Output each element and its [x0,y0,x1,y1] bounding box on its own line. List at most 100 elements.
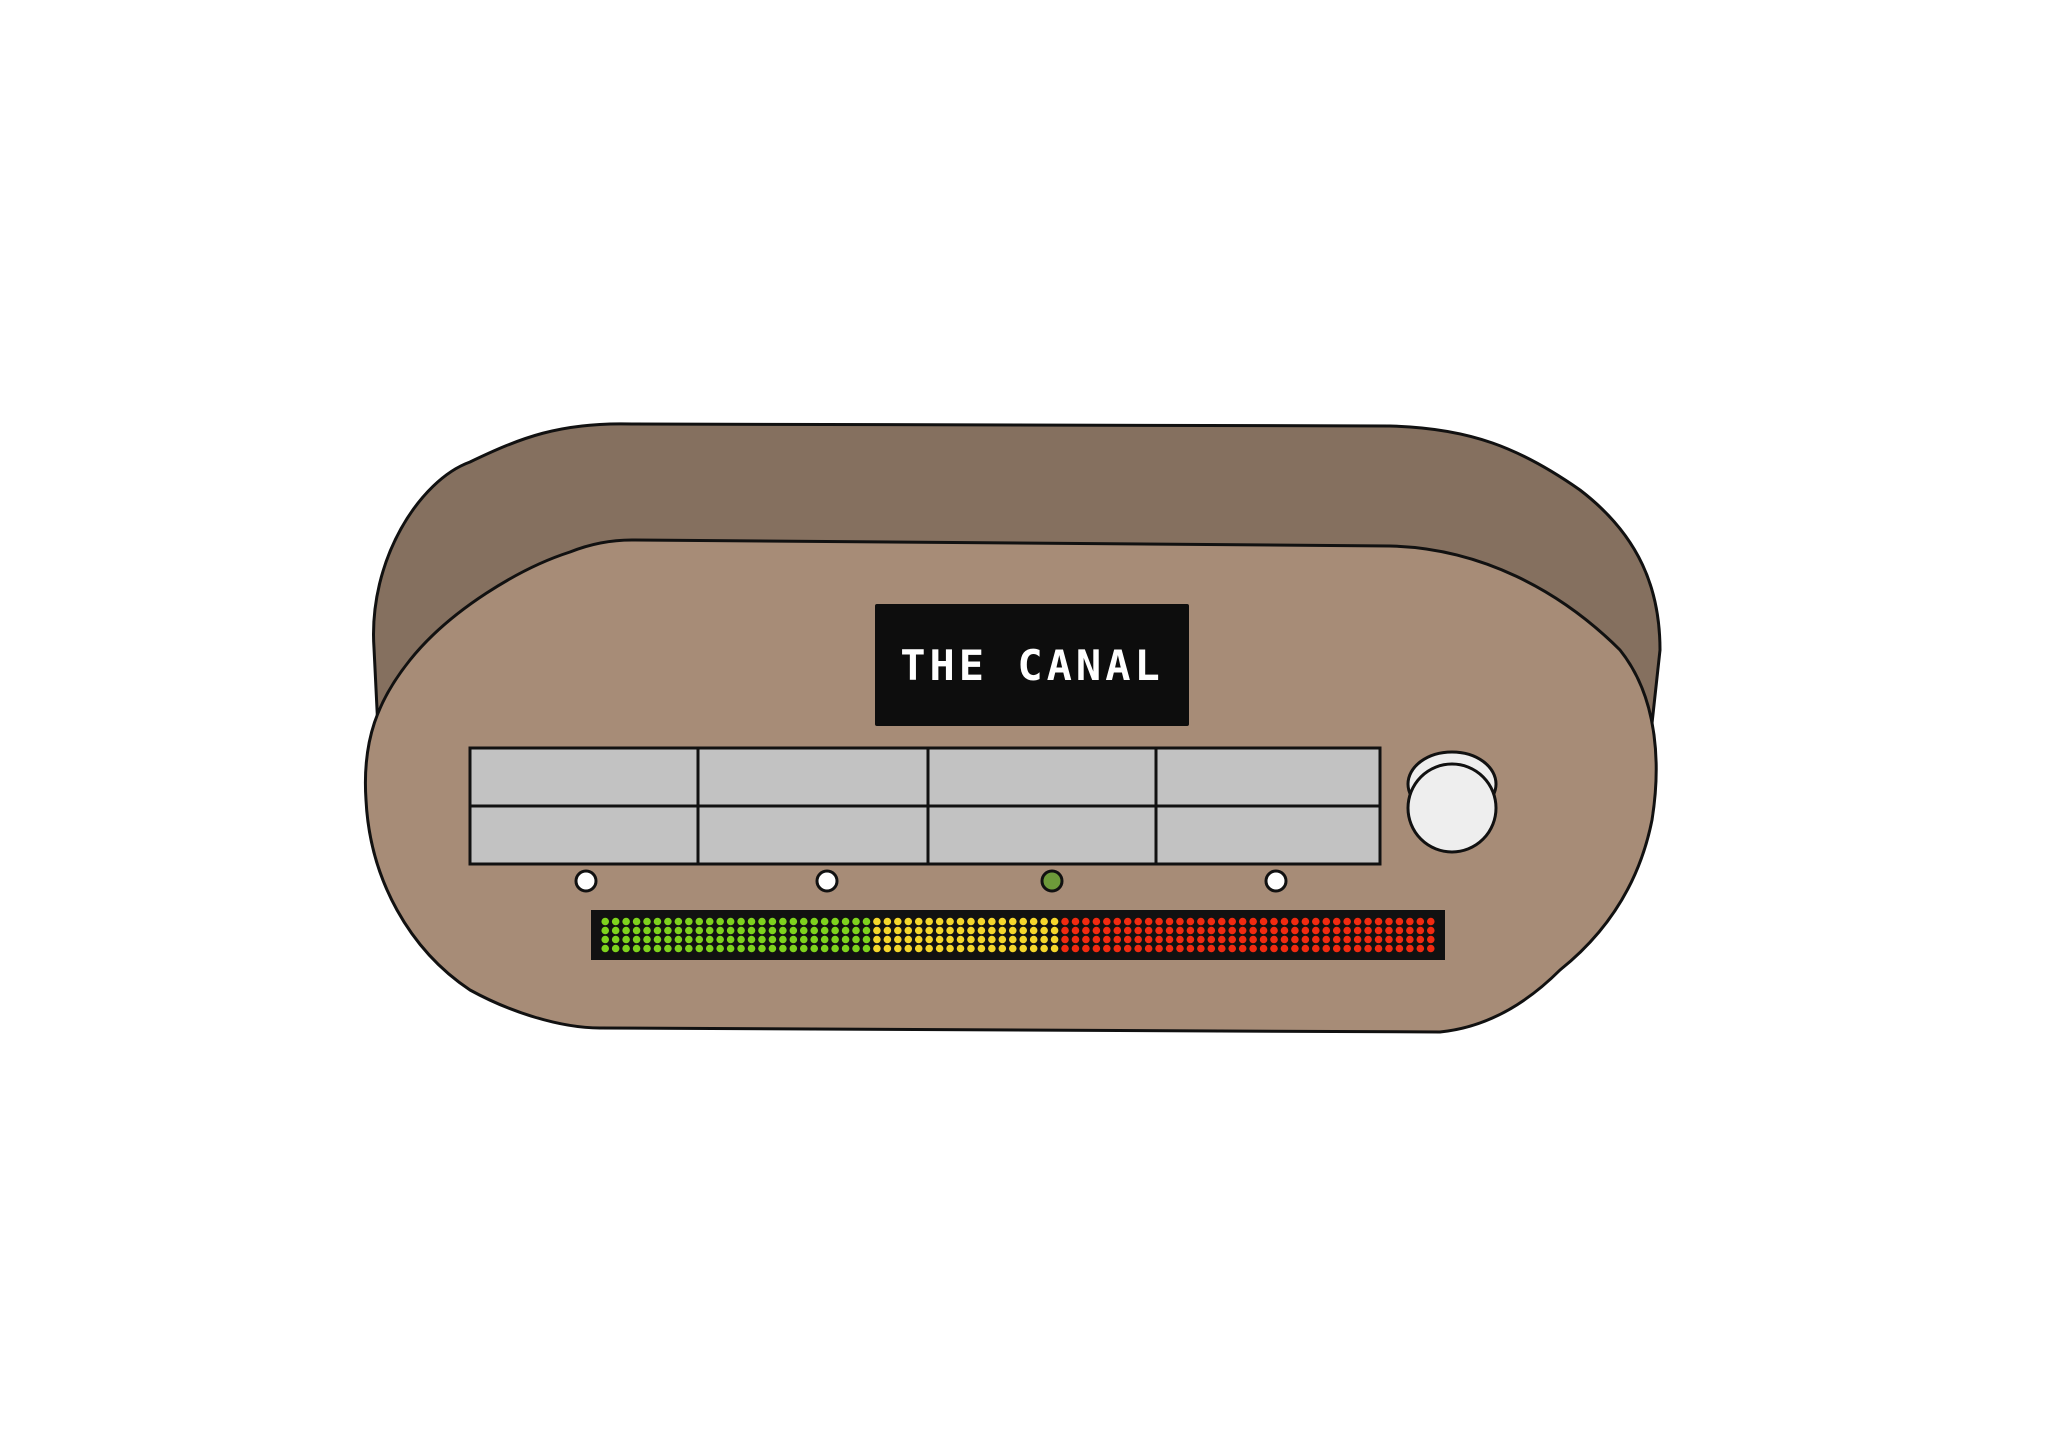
level-meter-led [1280,917,1289,926]
level-meter-led [685,935,693,944]
level-meter-led [664,917,672,926]
level-meter-led [1395,926,1404,935]
level-meter-led [632,917,641,926]
level-meter-led [653,944,662,953]
level-meter-led [1291,926,1299,935]
preset-button-6[interactable] [696,804,930,866]
level-meter-led [1207,926,1216,935]
level-meter-led [935,917,944,926]
level-meter-led [799,926,808,935]
level-meter-led [1029,935,1038,944]
level-meter-led [1165,944,1174,953]
level-meter-led [1343,935,1351,944]
level-meter-led [1249,944,1257,953]
level-meter-led [1395,917,1404,926]
level-meter-led [737,935,745,944]
level-meter-led [1218,917,1226,926]
level-meter-led [726,935,735,944]
tuning-knob[interactable] [1406,750,1498,854]
level-meter-led [1092,935,1101,944]
level-meter-led [674,926,683,935]
level-meter-led [810,935,819,944]
level-meter-led [883,917,892,926]
level-meter-led [956,944,965,953]
level-meter-led [1186,944,1195,953]
level-meter-led [1165,917,1174,926]
level-meter-led [841,926,850,935]
level-meter-led [1322,935,1331,944]
level-meter-led [622,944,630,953]
level-meter-led [789,926,798,935]
preset-button-3[interactable] [926,746,1158,808]
level-meter-led [873,926,881,935]
level-meter-led [695,944,704,953]
level-meter-led [883,944,892,953]
level-meter-led [841,935,850,944]
level-meter-led [1343,944,1351,953]
level-meter-led [1259,926,1268,935]
indicator-2-light [815,869,839,893]
level-meter-led [914,917,923,926]
level-meter-led [1364,917,1372,926]
level-meter-led [1332,935,1341,944]
preset-button-8[interactable] [1154,804,1382,866]
level-meter-led [1270,935,1278,944]
level-meter-led [705,944,714,953]
level-meter-led [747,917,756,926]
level-meter-led [1406,935,1414,944]
level-meter-led [1176,944,1184,953]
preset-button-7[interactable] [926,804,1158,866]
level-meter-led [1019,935,1027,944]
level-meter-led [601,926,610,935]
level-meter-led [1155,935,1163,944]
level-meter-led [1123,917,1132,926]
level-meter-led [1113,917,1122,926]
level-meter-led [1343,917,1351,926]
level-meter-led [1071,944,1080,953]
level-meter-led [1353,917,1362,926]
level-meter-led [1259,917,1268,926]
level-meter-led [768,926,777,935]
level-meter-led [1008,935,1017,944]
level-meter-led [758,944,766,953]
level-meter-led [1207,935,1216,944]
level-meter-led [1395,935,1404,944]
level-meter-led [1092,917,1101,926]
level-meter-led [1291,917,1299,926]
level-meter-led [873,944,881,953]
level-meter-led [622,935,630,944]
level-meter-led [967,926,975,935]
level-meter-led [768,944,777,953]
level-meter-led [1144,917,1153,926]
level-meter-led [1291,935,1299,944]
level-meter-led [1270,926,1278,935]
preset-button-1[interactable] [468,746,700,808]
level-meter-led [988,944,996,953]
level-meter-led [1113,935,1122,944]
preset-button-4[interactable] [1154,746,1382,808]
indicator-1-light [574,869,598,893]
level-meter-led [1008,917,1017,926]
preset-button-2[interactable] [696,746,930,808]
preset-button-5[interactable] [468,804,700,866]
level-meter-led [862,944,871,953]
level-meter-led [1019,944,1027,953]
level-meter-led [1385,944,1393,953]
level-meter-frame [591,910,1445,960]
level-meter-led [1427,944,1435,953]
level-meter-led [1186,935,1195,944]
level-meter-led [601,935,610,944]
level-meter-led [768,917,777,926]
level-meter-led [1134,926,1142,935]
level-meter-led [988,935,996,944]
level-meter-led [1427,917,1435,926]
level-meter-led [831,926,839,935]
level-meter-led [831,944,839,953]
level-meter-led [1228,926,1236,935]
preset-button-grid [468,746,1382,866]
level-meter-led [935,944,944,953]
level-meter-led [1322,917,1331,926]
level-meter-led [956,917,965,926]
level-meter-led [1071,917,1080,926]
level-meter-led [1082,917,1090,926]
